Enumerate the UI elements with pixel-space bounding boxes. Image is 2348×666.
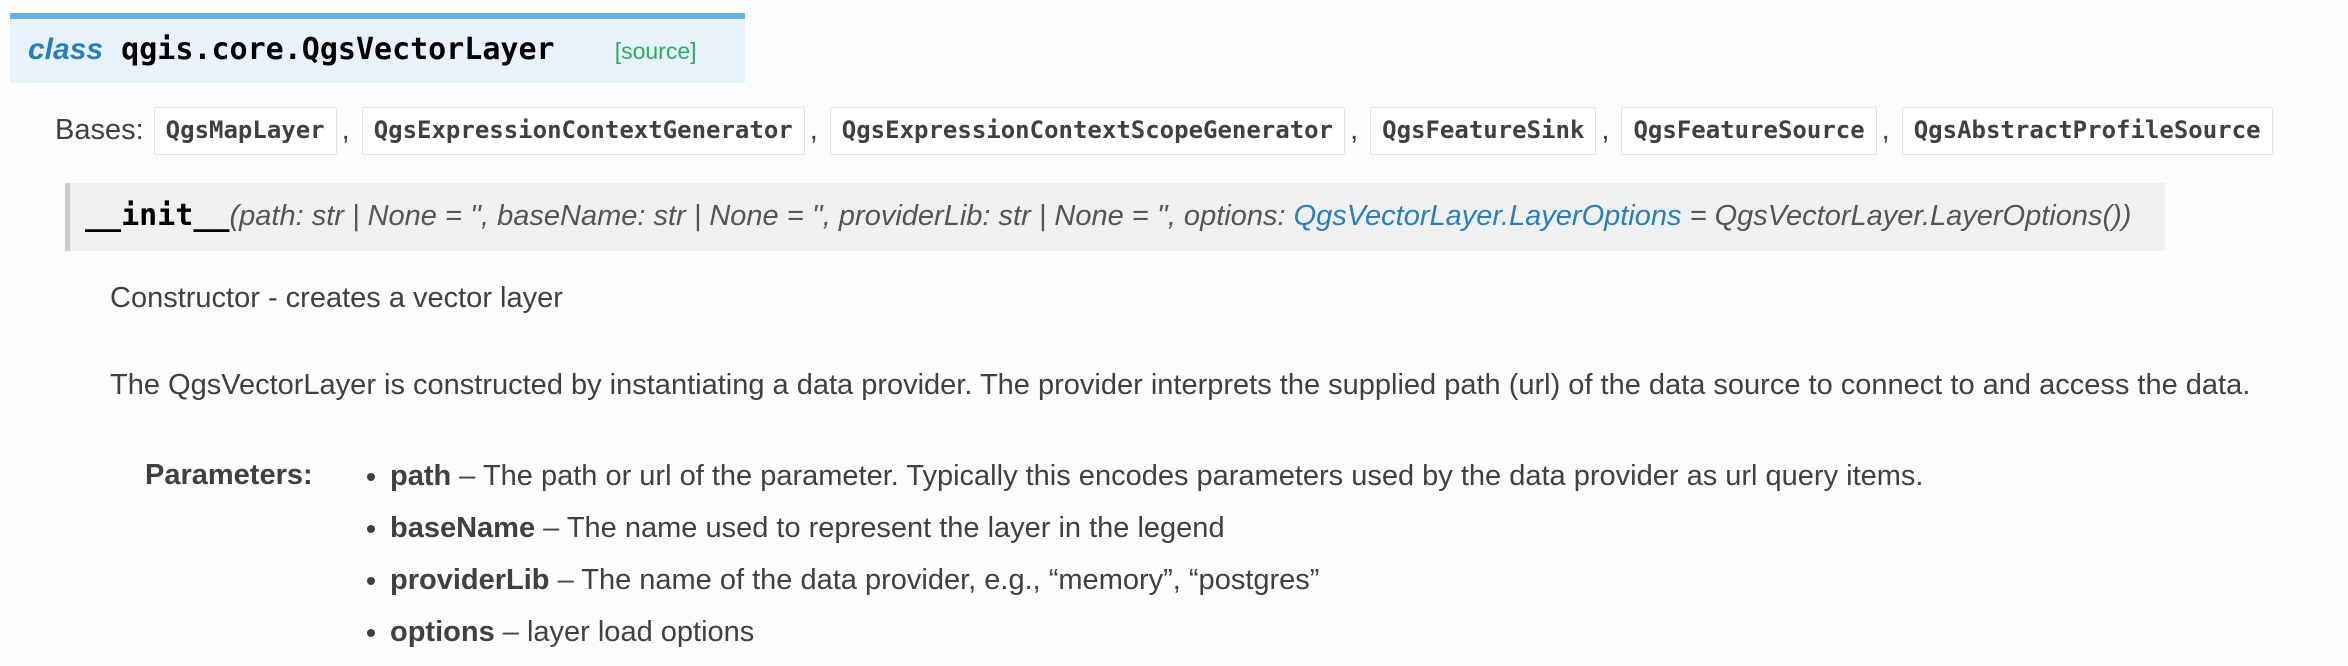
class-name: qgis.core.QgsVectorLayer: [121, 32, 555, 67]
bases-label: Bases:: [55, 113, 144, 146]
parameter-separator: –: [494, 616, 527, 649]
parameter-description: layer load options: [526, 616, 755, 649]
base-class-link-qgsfeaturesource[interactable]: QgsFeatureSource: [1621, 106, 1877, 156]
init-method-body: Constructor - creates a vector layer The…: [110, 277, 2318, 666]
class-body: Bases:QgsMapLayer,QgsExpressionContextGe…: [55, 106, 2318, 666]
parameter-name: path: [390, 460, 452, 493]
init-signature: __init__(path: str | None = '', baseName…: [65, 183, 2166, 251]
base-class-link-qgsexpressioncontextscopegenerator[interactable]: QgsExpressionContextScopeGenerator: [829, 106, 1346, 156]
parameter-description: The name used to represent the layer in …: [566, 512, 1225, 545]
init-signature-params: (path: str | None = '', baseName: str | …: [230, 200, 2132, 232]
base-separator: ,: [1601, 113, 1610, 146]
init-method: __init__(path: str | None = '', baseName…: [65, 183, 2318, 665]
class-definition-header: class qgis.core.QgsVectorLayer [source]: [10, 13, 745, 83]
parameter-name: options: [390, 616, 495, 649]
base-class-link-qgsabstractprofilesource[interactable]: QgsAbstractProfileSource: [1901, 106, 2273, 156]
base-class-link-qgsmaplayer[interactable]: QgsMapLayer: [153, 106, 337, 156]
signature-text-pre: (path: str | None = '', baseName: str | …: [229, 200, 1294, 233]
parameters-field-list: Parameters: path – The path or url of th…: [110, 457, 2318, 666]
constructor-short-description: Constructor - creates a vector layer: [110, 281, 563, 314]
parameter-separator: –: [451, 460, 483, 493]
parameter-item-path: path – The path or url of the parameter.…: [390, 457, 2318, 496]
parameter-description: The name of the data provider, e.g., “me…: [581, 564, 1320, 597]
base-class-link-qgsexpressioncontextgenerator[interactable]: QgsExpressionContextGenerator: [361, 106, 805, 156]
constructor-long-description: The QgsVectorLayer is constructed by ins…: [110, 369, 2251, 402]
class-keyword: class: [28, 33, 104, 66]
base-class-link-qgsfeaturesink[interactable]: QgsFeatureSink: [1370, 106, 1597, 156]
parameter-item-providerlib: providerLib – The name of the data provi…: [390, 561, 2318, 600]
parameter-name: providerLib: [390, 564, 550, 597]
parameter-item-basename: baseName – The name used to represent th…: [390, 509, 2318, 548]
parameter-description: The path or url of the parameter. Typica…: [482, 460, 1924, 493]
parameters-body: path – The path or url of the parameter.…: [358, 457, 2318, 666]
source-link[interactable]: [source]: [614, 38, 697, 64]
bases-line: Bases:QgsMapLayer,QgsExpressionContextGe…: [55, 106, 2318, 156]
base-separator: ,: [809, 113, 818, 146]
base-separator: ,: [1881, 113, 1890, 146]
parameter-separator: –: [549, 564, 582, 597]
base-separator: ,: [1350, 113, 1359, 146]
signature-text-post: = QgsVectorLayer.LayerOptions()): [1681, 200, 2132, 233]
layeroptions-link[interactable]: QgsVectorLayer.LayerOptions: [1293, 200, 1682, 233]
init-method-name: __init__: [85, 198, 230, 234]
parameter-item-options: options – layer load options: [390, 613, 2318, 652]
parameters-label: Parameters:: [145, 459, 313, 492]
base-separator: ,: [341, 113, 350, 146]
parameters-list: path – The path or url of the parameter.…: [358, 457, 2318, 653]
parameter-separator: –: [535, 512, 567, 545]
parameter-name: baseName: [390, 512, 536, 545]
